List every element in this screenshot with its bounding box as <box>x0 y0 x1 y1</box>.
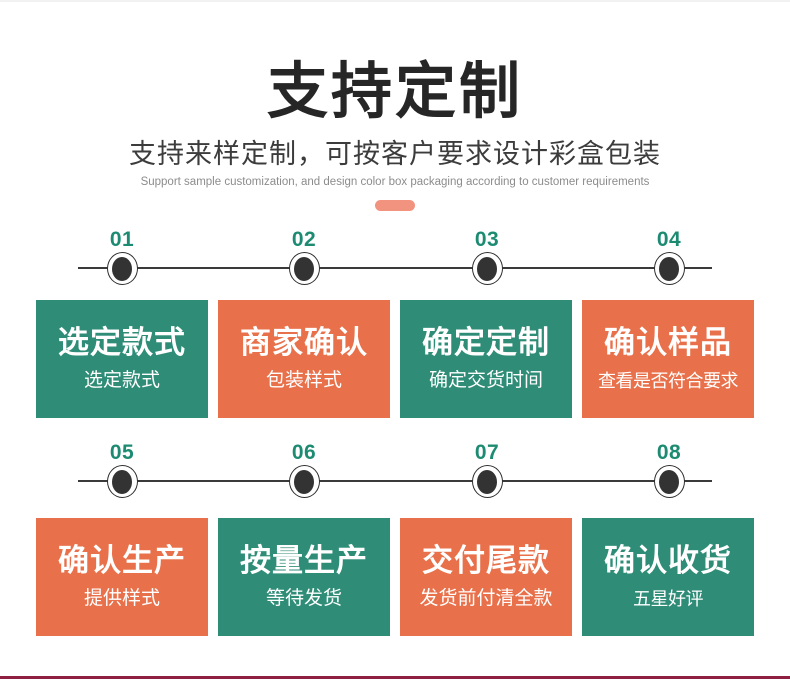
card-title: 确定定制 <box>422 325 550 360</box>
card-title: 选定款式 <box>58 325 186 360</box>
step-number: 01 <box>109 228 135 251</box>
timeline-dot-icon <box>288 252 320 285</box>
card-title: 按量生产 <box>240 543 368 578</box>
page-title: 支持定制 <box>266 57 523 125</box>
process-card-confirm-production: 确认生产 提供样式 <box>36 518 208 636</box>
timeline-dot-icon <box>106 252 138 285</box>
page-subtitle-english: Support sample customization, and design… <box>140 176 650 188</box>
card-title: 确认收货 <box>604 543 732 578</box>
timeline-step-01: 01 <box>92 229 152 285</box>
card-title: 确认生产 <box>58 543 186 578</box>
step-number: 04 <box>656 228 682 251</box>
card-subtitle: 五星好评 <box>633 589 704 609</box>
process-card-merchant-confirm: 商家确认 包装样式 <box>218 300 390 418</box>
timeline-dot-icon <box>288 465 320 498</box>
timeline-step-07: 07 <box>457 442 517 498</box>
card-title: 商家确认 <box>240 325 368 360</box>
process-card-final-payment: 交付尾款 发货前付清全款 <box>400 518 572 636</box>
card-title: 确认样品 <box>604 325 732 360</box>
step-number: 05 <box>109 441 135 464</box>
timeline-line <box>78 267 712 269</box>
step-number: 08 <box>656 441 682 464</box>
process-cards-row-2: 确认生产 提供样式 按量生产 等待发货 交付尾款 发货前付清全款 确认收货 五星… <box>0 518 790 636</box>
step-number: 02 <box>291 228 317 251</box>
timeline-dot-icon <box>653 465 685 498</box>
timeline-dot-icon <box>653 252 685 285</box>
timeline-step-02: 02 <box>274 229 334 285</box>
top-divider <box>0 0 790 2</box>
process-card-confirm-customization: 确定定制 确定交货时间 <box>400 300 572 418</box>
card-subtitle: 包装样式 <box>265 370 342 391</box>
step-number: 03 <box>474 228 500 251</box>
card-subtitle: 确定交货时间 <box>428 370 543 391</box>
pink-divider-pill <box>375 200 415 211</box>
process-card-confirm-sample: 确认样品 查看是否符合要求 <box>582 300 754 418</box>
timeline-dot-icon <box>471 465 503 498</box>
timeline-step-03: 03 <box>457 229 517 285</box>
timeline-row-2: 05 06 07 08 <box>0 442 790 502</box>
timeline-row-1: 01 02 03 04 <box>0 229 790 289</box>
bottom-accent-line <box>0 676 790 679</box>
timeline-dot-icon <box>471 252 503 285</box>
process-card-mass-production: 按量生产 等待发货 <box>218 518 390 636</box>
timeline-step-06: 06 <box>274 442 334 498</box>
timeline-step-08: 08 <box>639 442 699 498</box>
card-title: 交付尾款 <box>422 543 550 578</box>
page-subtitle: 支持来样定制，可按客户要求设计彩盒包装 <box>129 139 661 169</box>
process-card-confirm-receipt: 确认收货 五星好评 <box>582 518 754 636</box>
process-cards-row-1: 选定款式 选定款式 商家确认 包装样式 确定定制 确定交货时间 确认样品 查看是… <box>0 300 790 418</box>
step-number: 07 <box>474 441 500 464</box>
timeline-step-04: 04 <box>639 229 699 285</box>
process-card-select-style: 选定款式 选定款式 <box>36 300 208 418</box>
step-number: 06 <box>291 441 317 464</box>
timeline-step-05: 05 <box>92 442 152 498</box>
card-subtitle: 等待发货 <box>265 588 342 609</box>
timeline-dot-icon <box>106 465 138 498</box>
card-subtitle: 发货前付清全款 <box>419 588 553 609</box>
timeline-line <box>78 480 712 482</box>
card-subtitle: 查看是否符合要求 <box>598 371 739 391</box>
card-subtitle: 提供样式 <box>83 588 160 609</box>
card-subtitle: 选定款式 <box>83 370 160 391</box>
